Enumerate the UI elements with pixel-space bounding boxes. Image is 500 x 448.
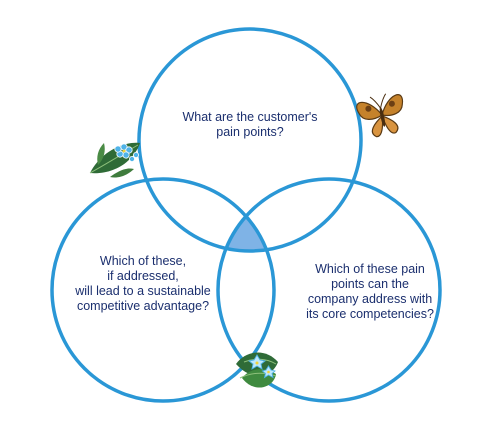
flower-leaf-icon bbox=[236, 352, 278, 388]
flower-leaf-icon bbox=[89, 142, 140, 178]
butterfly-icon bbox=[356, 93, 403, 138]
circle-right bbox=[216, 177, 442, 403]
circle-top-label: What are the customer's pain points? bbox=[182, 110, 318, 139]
circle-right-label: Which of these pain points can the compa… bbox=[306, 262, 434, 321]
circle-left-label: Which of these, if addressed, will lead … bbox=[75, 254, 211, 313]
circle-left bbox=[50, 177, 276, 403]
circle-top bbox=[137, 27, 363, 253]
